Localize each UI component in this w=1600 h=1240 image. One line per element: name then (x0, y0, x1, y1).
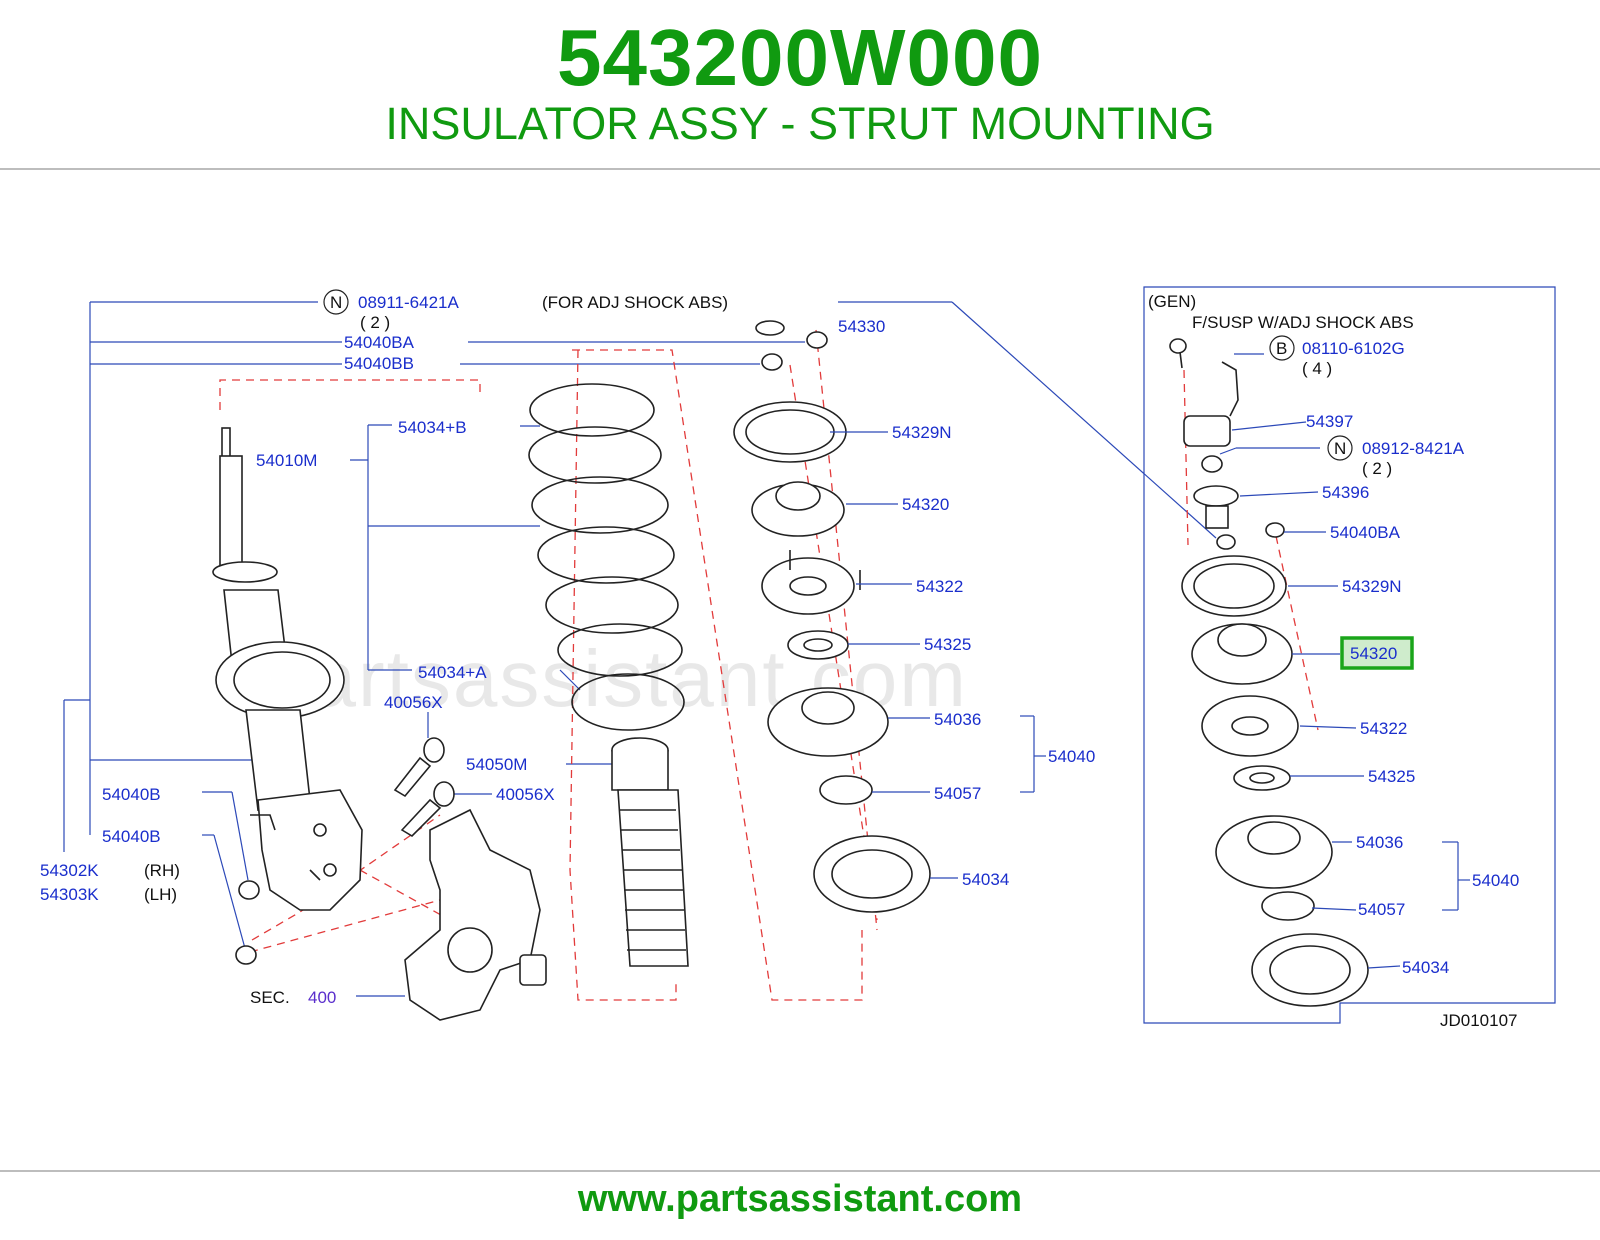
b-marker: B (1276, 339, 1287, 358)
header-divider (0, 168, 1600, 170)
gen-variant-box (1143, 286, 1556, 1024)
label-54302K[interactable]: 54302K (40, 861, 99, 880)
label-54034-right[interactable]: 54034 (1402, 958, 1449, 977)
label-54040-right[interactable]: 54040 (1472, 871, 1519, 890)
label-08110-6102G[interactable]: 08110-6102G (1302, 339, 1405, 358)
label-54010M[interactable]: 54010M (256, 451, 317, 470)
n-marker-right: N (1334, 439, 1346, 458)
n-marker-circle-right (1327, 435, 1353, 461)
label-54330[interactable]: 54330 (838, 317, 885, 336)
label-54057-right[interactable]: 54057 (1358, 900, 1405, 919)
label-54040BB[interactable]: 54040BB (344, 354, 414, 373)
n-marker-left: N (330, 293, 342, 312)
bump-stop-boot-drawing (611, 737, 689, 967)
qty-08912-8421A: ( 2 ) (1362, 459, 1392, 478)
bolts-and-nuts-left (235, 737, 455, 965)
strut-assembly-drawing (212, 427, 363, 911)
label-54050M[interactable]: 54050M (466, 755, 527, 774)
qty-08110-6102G: ( 4 ) (1302, 359, 1332, 378)
label-54034-mid[interactable]: 54034 (962, 870, 1009, 889)
left-leader-lines (63, 301, 1217, 997)
label-rh: (RH) (144, 861, 180, 880)
label-sec: SEC. (250, 988, 290, 1007)
label-40056X-2[interactable]: 40056X (496, 785, 555, 804)
label-54040B-1[interactable]: 54040B (102, 785, 161, 804)
label-54322-right[interactable]: 54322 (1360, 719, 1407, 738)
highlighted-part-box (1340, 636, 1414, 670)
label-54040BA-right[interactable]: 54040BA (1330, 523, 1401, 542)
label-54325-right[interactable]: 54325 (1368, 767, 1415, 786)
part-number-title: 543200W000 (557, 13, 1043, 102)
page-header: 543200W000 INSULATOR ASSY - STRUT MOUNTI… (0, 0, 1600, 170)
qty-08911-6421A: ( 2 ) (360, 313, 390, 332)
label-54396[interactable]: 54396 (1322, 483, 1369, 502)
label-54322-mid[interactable]: 54322 (916, 577, 963, 596)
steering-knuckle-drawing (404, 808, 547, 1021)
label-08912-8421A[interactable]: 08912-8421A (1362, 439, 1465, 458)
part-name-subtitle: INSULATOR ASSY - STRUT MOUNTING (385, 98, 1215, 149)
drawing-code: JD010107 (1440, 1011, 1518, 1030)
coil-spring-drawing (528, 383, 683, 677)
n-marker-circle-left (323, 289, 349, 315)
label-54329N-mid[interactable]: 54329N (892, 423, 952, 442)
label-54040-mid[interactable]: 54040 (1048, 747, 1095, 766)
label-54057-mid[interactable]: 54057 (934, 784, 981, 803)
note-for-adj-shock-abs: (FOR ADJ SHOCK ABS) (542, 293, 728, 312)
label-sec-400[interactable]: 400 (308, 988, 336, 1007)
b-marker-circle (1269, 335, 1295, 361)
label-54034A[interactable]: 54034+A (418, 663, 487, 682)
spring-seat-ring (571, 673, 685, 731)
label-54329N-right[interactable]: 54329N (1342, 577, 1402, 596)
note-gen: (GEN) (1148, 292, 1196, 311)
cap-54330 (755, 320, 785, 336)
label-54040B-2[interactable]: 54040B (102, 827, 161, 846)
label-08911-6421A[interactable]: 08911-6421A (358, 293, 459, 312)
parts-diagram: partsassistant.com (40, 286, 1556, 1030)
label-54303K[interactable]: 54303K (40, 885, 99, 904)
footer-divider (0, 1170, 1600, 1172)
label-54325-mid[interactable]: 54325 (924, 635, 971, 654)
label-40056X-1[interactable]: 40056X (384, 693, 443, 712)
footer-website-link[interactable]: www.partsassistant.com (577, 1178, 1023, 1220)
label-lh: (LH) (144, 885, 177, 904)
label-54036-mid[interactable]: 54036 (934, 710, 981, 729)
label-54320-mid[interactable]: 54320 (902, 495, 949, 514)
note-f-susp-w-adj-shock-abs: F/SUSP W/ADJ SHOCK ABS (1192, 313, 1414, 332)
label-54034B[interactable]: 54034+B (398, 418, 467, 437)
label-54397[interactable]: 54397 (1306, 412, 1353, 431)
label-54036-right[interactable]: 54036 (1356, 833, 1403, 852)
mount-parts-right (1169, 338, 1369, 1007)
label-54040BA-left[interactable]: 54040BA (344, 333, 415, 352)
middle-leader-lines (830, 431, 958, 879)
mount-parts-middle (733, 320, 931, 913)
label-54320-highlighted[interactable]: 54320 (1350, 644, 1397, 663)
right-leader-lines (1219, 353, 1470, 969)
